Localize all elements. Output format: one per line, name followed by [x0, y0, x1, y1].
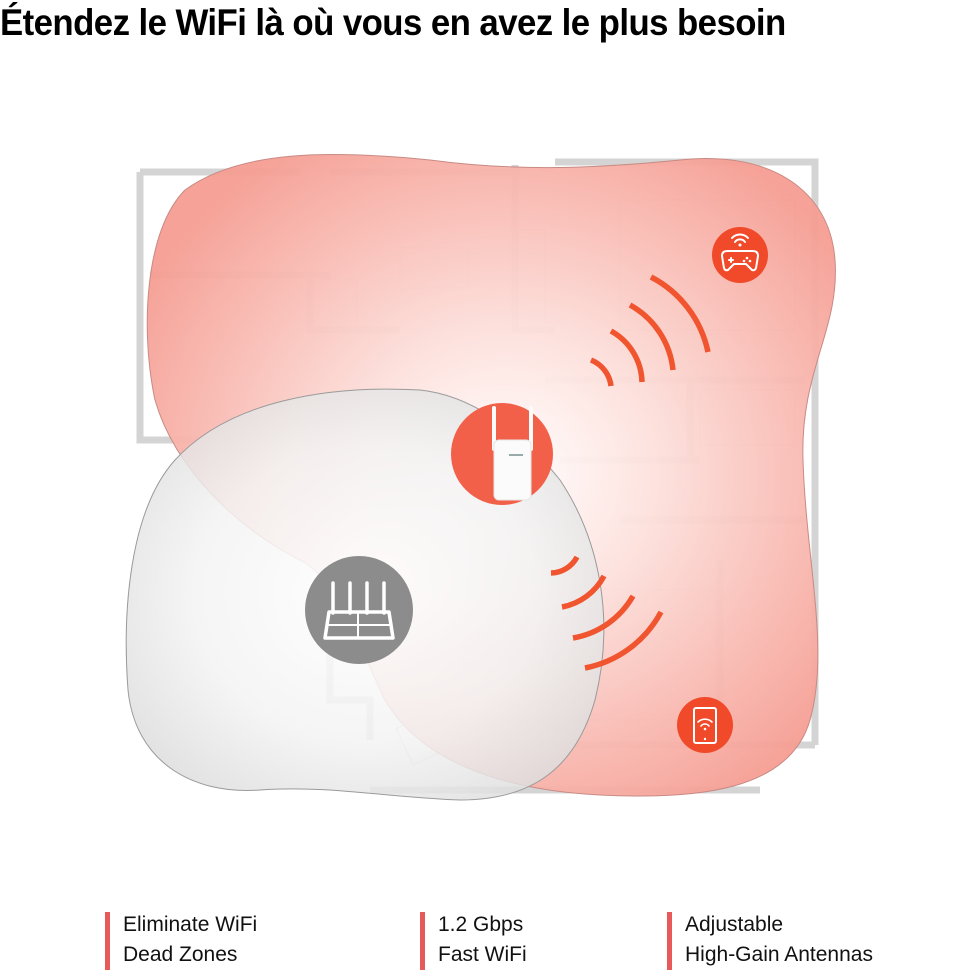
- feature-line-1: 1.2 Gbps: [438, 913, 524, 936]
- router-icon: [305, 556, 413, 664]
- feature-list: Eliminate WiFi Dead Zones 1.2 Gbps Fast …: [0, 910, 963, 972]
- tablet-wifi-icon: [677, 697, 733, 753]
- feature-line-2: Dead Zones: [123, 943, 238, 966]
- feature-line-2: Fast WiFi: [438, 943, 527, 966]
- accent-bar: [667, 912, 672, 970]
- coverage-diagram: [125, 153, 836, 801]
- range-extender-icon: [451, 403, 553, 505]
- page-title: Étendez le WiFi là où vous en avez le pl…: [0, 2, 786, 43]
- feature-line-1: Adjustable: [685, 913, 784, 936]
- signal-waves-lower: [550, 555, 664, 671]
- game-controller-wifi-icon: [712, 227, 768, 283]
- feature-line-2: High-Gain Antennas: [685, 943, 873, 966]
- accent-bar: [420, 912, 425, 970]
- feature-line-1: Eliminate WiFi: [123, 913, 258, 936]
- signal-waves-upper: [589, 274, 711, 387]
- accent-bar: [105, 912, 110, 970]
